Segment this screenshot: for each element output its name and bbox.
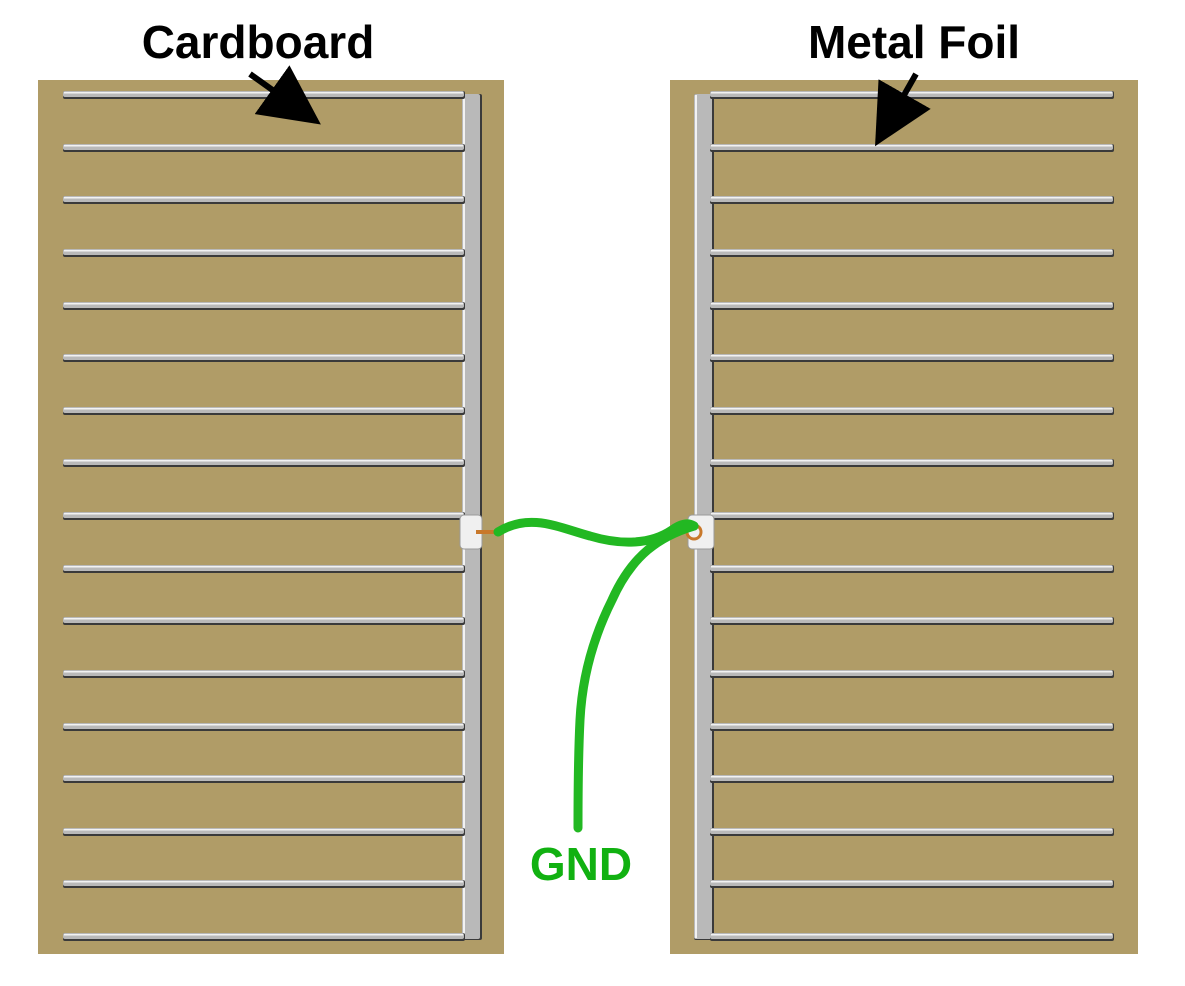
right-foil-finger [710, 775, 1114, 783]
left-foil-finger [63, 249, 465, 257]
right-foil-electrode [694, 91, 1114, 941]
left-foil-finger [63, 670, 465, 678]
right-foil-finger [710, 302, 1114, 310]
left-foil-finger [63, 144, 465, 152]
right-foil-finger [710, 933, 1114, 941]
left-foil-finger [63, 302, 465, 310]
left-foil-finger [63, 196, 465, 204]
left-foil-finger [63, 459, 465, 467]
right-foil-finger [710, 880, 1114, 888]
left-foil-finger [63, 775, 465, 783]
right-foil-finger [710, 828, 1114, 836]
ground-wire-drop [573, 521, 699, 833]
cardboard-label: Cardboard [142, 16, 375, 68]
gnd-label: GND [530, 838, 632, 890]
right-foil-finger [710, 512, 1114, 520]
right-foil-finger [710, 144, 1114, 152]
ground-wire-left [493, 517, 699, 547]
left-foil-finger [63, 828, 465, 836]
right-foil-finger [710, 354, 1114, 362]
right-foil-finger [710, 249, 1114, 257]
right-foil-finger [710, 196, 1114, 204]
right-foil-finger [710, 670, 1114, 678]
left-foil-finger [63, 880, 465, 888]
left-foil-finger [63, 91, 465, 99]
right-foil-finger [710, 407, 1114, 415]
right-foil-finger [710, 723, 1114, 731]
cardboard-arrow [248, 65, 321, 125]
left-foil-finger [63, 933, 465, 941]
right-foil-finger [710, 565, 1114, 573]
left-foil-finger [63, 617, 465, 625]
right-foil-finger [710, 617, 1114, 625]
left-foil-finger [63, 354, 465, 362]
right-foil-finger [710, 91, 1114, 99]
right-foil-finger [710, 459, 1114, 467]
left-foil-finger [63, 723, 465, 731]
left-foil-electrode [63, 91, 482, 941]
left-foil-finger [63, 565, 465, 573]
left-foil-finger [63, 407, 465, 415]
metal-foil-arrow [875, 72, 931, 147]
metal-foil-label: Metal Foil [808, 16, 1020, 68]
left-foil-finger [63, 512, 465, 520]
